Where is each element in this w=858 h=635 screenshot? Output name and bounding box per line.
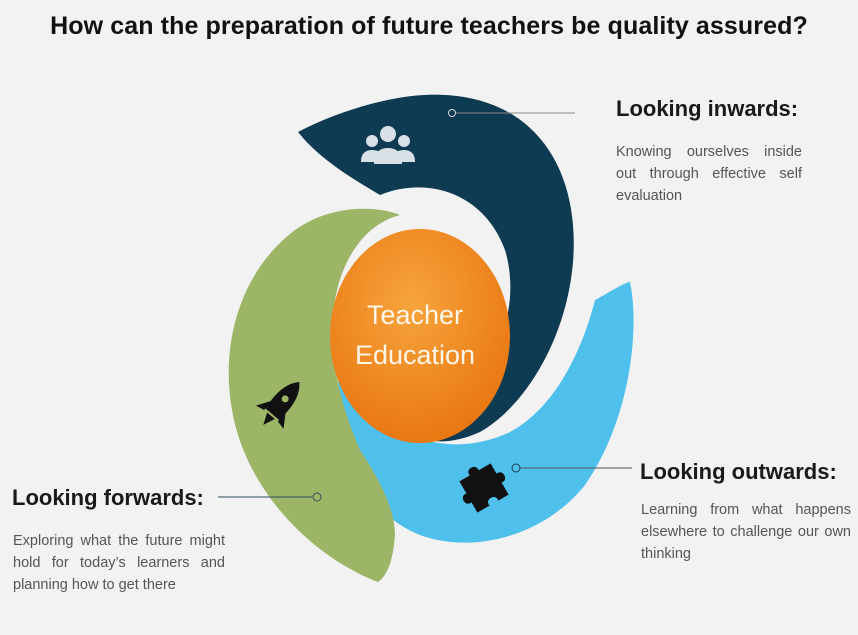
outwards-heading: Looking outwards:	[640, 459, 837, 484]
forwards-text: Exploring what the future might hold for…	[13, 533, 225, 593]
center-label-line1: Teacher	[366, 300, 464, 330]
outwards-text: Learning from what happens elsewhere to …	[641, 502, 851, 562]
inwards-connector	[448, 109, 575, 117]
forwards-heading: Looking forwards:	[12, 485, 204, 510]
center-label: Teacher Education	[330, 295, 500, 375]
forwards-petal	[228, 208, 400, 582]
people-group-icon	[361, 126, 415, 164]
page-title: How can the preparation of future teache…	[50, 12, 808, 40]
rocket-icon	[255, 382, 300, 429]
puzzle-piece-icon	[459, 463, 509, 513]
inwards-heading: Looking inwards:	[616, 96, 799, 121]
forwards-connector	[218, 492, 322, 502]
outwards-connector	[511, 463, 632, 473]
inwards-text: Knowing ourselves inside out through eff…	[616, 144, 802, 204]
outwards-petal	[330, 282, 634, 543]
center-label-line2: Education	[354, 340, 476, 370]
center-circle	[330, 229, 510, 443]
